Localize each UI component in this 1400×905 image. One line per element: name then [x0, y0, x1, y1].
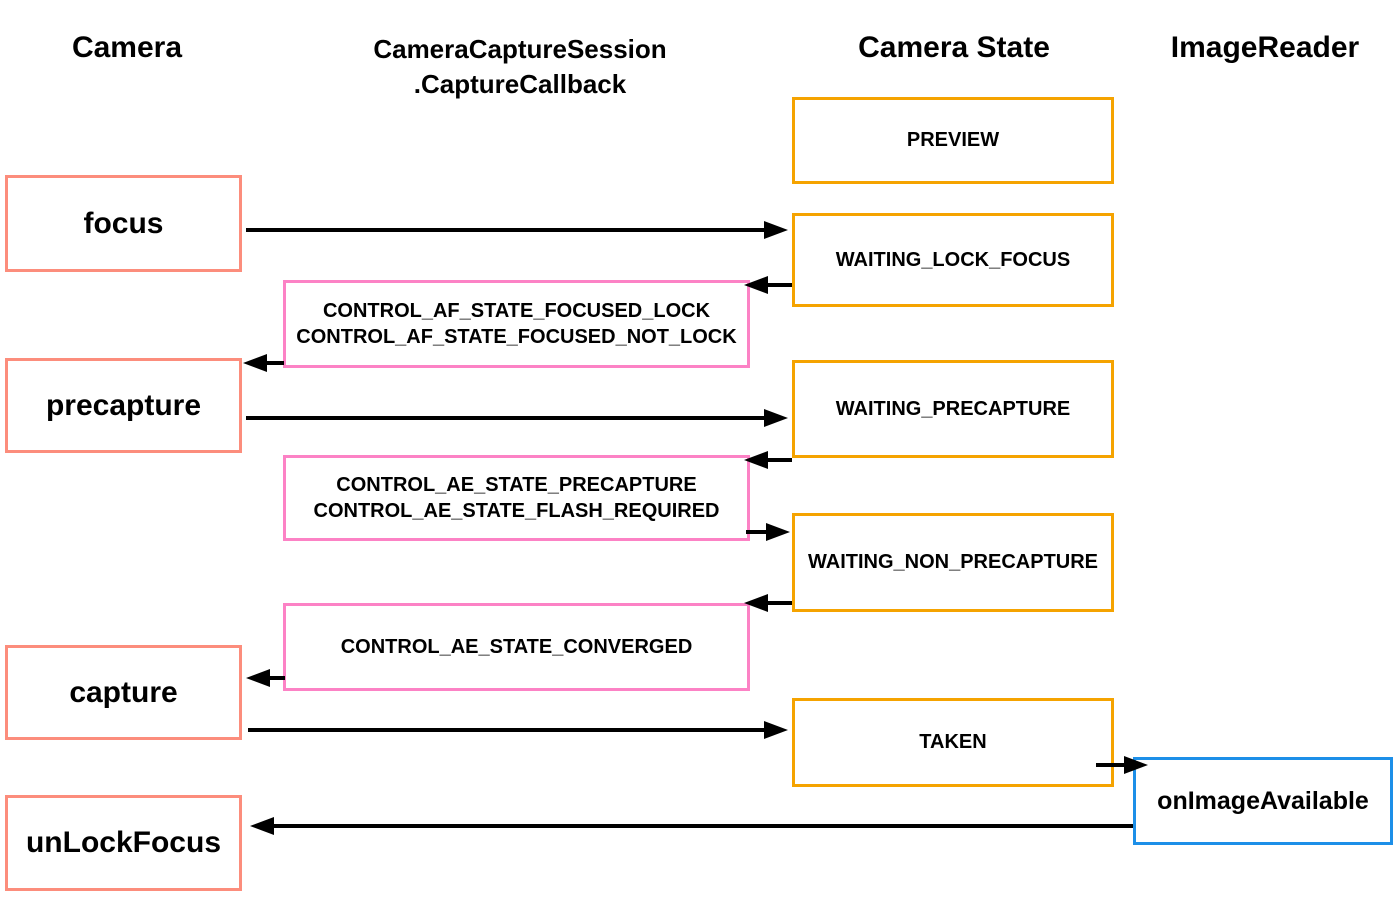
callback-ae-precapture-line2: CONTROL_AE_STATE_FLASH_REQUIRED [313, 500, 720, 522]
arrow-on-image-available-to-unlockfocus [250, 817, 1133, 835]
state-waiting-precapture-box: WAITING_PRECAPTURE [792, 360, 1114, 458]
state-preview-box: PREVIEW [792, 97, 1114, 184]
column-header-camera: Camera [71, 31, 183, 64]
state-waiting-lock-focus-box: WAITING_LOCK_FOCUS [792, 213, 1114, 307]
capture-label: capture [69, 675, 178, 709]
arrow-focus-to-waiting-lock-focus [246, 221, 788, 239]
precapture-box: precapture [5, 358, 242, 453]
callback-ae-precapture-line1: CONTROL_AE_STATE_PRECAPTURE [336, 474, 697, 496]
arrow-ae-converged-callback-to-capture [246, 669, 285, 687]
precapture-label: precapture [45, 388, 202, 422]
arrow-waiting-lock-focus-to-af-callback [744, 276, 792, 294]
arrow-precapture-to-waiting-precapture [246, 409, 788, 427]
focus-box: focus [5, 175, 242, 272]
focus-label: focus [83, 206, 164, 240]
arrow-capture-to-taken [248, 721, 788, 739]
state-waiting-precapture-label: WAITING_PRECAPTURE [835, 397, 1071, 420]
arrow-af-callback-to-precapture [243, 354, 284, 372]
arrow-waiting-precapture-to-ae-precapture-callback [744, 451, 792, 469]
callback-af-state-line2: CONTROL_AF_STATE_FOCUSED_NOT_LOCK [296, 326, 737, 348]
column-header-image-reader: ImageReader [1170, 31, 1360, 64]
arrow-ae-precapture-callback-to-waiting-non-precapture [746, 523, 790, 541]
callback-ae-precapture-box: CONTROL_AE_STATE_PRECAPTURE CONTROL_AE_S… [283, 455, 750, 541]
arrow-waiting-non-precapture-to-ae-converged-callback [744, 594, 792, 612]
callback-ae-converged-box: CONTROL_AE_STATE_CONVERGED [283, 603, 750, 691]
state-taken-box: TAKEN [792, 698, 1114, 787]
column-header-capture-callback-line2: .CaptureCallback [413, 69, 627, 99]
callback-af-state-line1: CONTROL_AF_STATE_FOCUSED_LOCK [322, 300, 711, 322]
column-header-camera-state: Camera State [858, 31, 1050, 64]
on-image-available-label: onImageAvailable [1157, 786, 1369, 815]
state-taken-label: TAKEN [919, 731, 987, 753]
column-header-capture-callback-line1: CameraCaptureSession [373, 34, 667, 64]
state-preview-label: PREVIEW [906, 129, 1000, 151]
callback-af-state-box: CONTROL_AF_STATE_FOCUSED_LOCK CONTROL_AF… [283, 280, 750, 368]
unlockfocus-box: unLockFocus [5, 795, 242, 891]
callback-ae-converged-line1: CONTROL_AE_STATE_CONVERGED [340, 636, 693, 658]
column-header-capture-callback: CameraCaptureSession .CaptureCallback [330, 32, 710, 102]
state-waiting-non-precapture-box: WAITING_NON_PRECAPTURE [792, 513, 1114, 612]
state-waiting-non-precapture-label: WAITING_NON_PRECAPTURE [807, 551, 1099, 573]
unlockfocus-label: unLockFocus [25, 826, 221, 859]
on-image-available-box: onImageAvailable [1133, 757, 1393, 845]
capture-box: capture [5, 645, 242, 740]
state-waiting-lock-focus-label: WAITING_LOCK_FOCUS [835, 248, 1071, 271]
